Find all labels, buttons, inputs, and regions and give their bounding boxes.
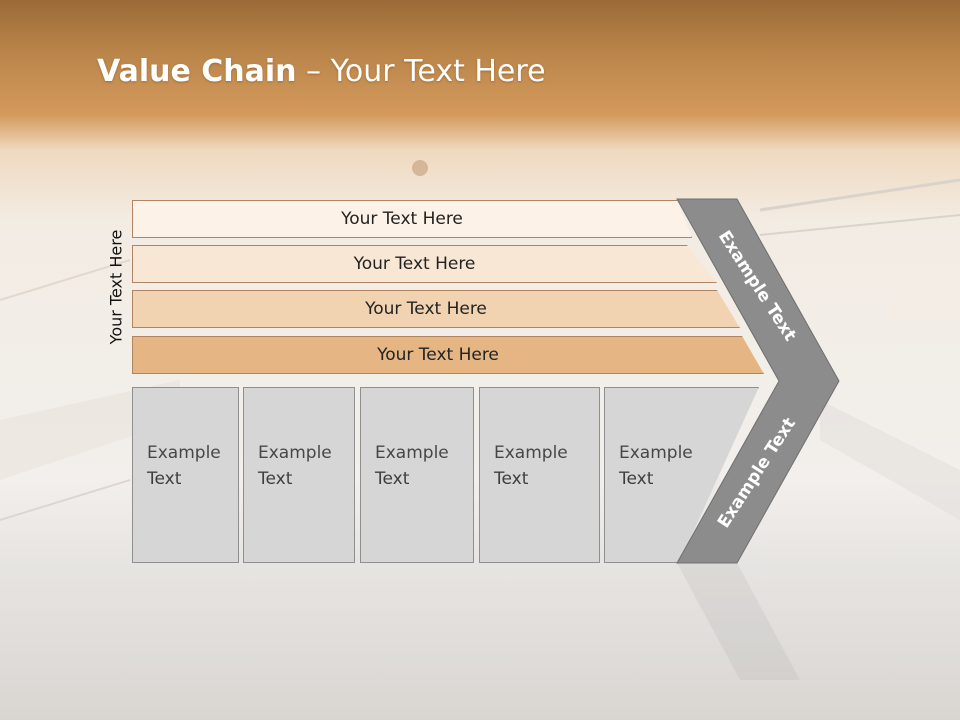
chevron-arrow [676, 198, 840, 564]
slide-title: Value Chain – Your Text Here [97, 54, 546, 89]
support-band-4: Your Text Here [132, 336, 764, 374]
activity-line-1: Example [494, 440, 589, 466]
band-label: Your Text Here [353, 254, 476, 274]
title-rest: – Your Text Here [296, 54, 546, 89]
activity-line-2: Text [375, 466, 463, 492]
activity-line-1: Example [619, 440, 748, 466]
activity-line-2: Text [619, 466, 748, 492]
activity-line-2: Text [494, 466, 589, 492]
activity-line-1: Example [147, 440, 228, 466]
title-bold: Value Chain [97, 54, 297, 89]
support-band-3: Your Text Here [132, 290, 740, 328]
support-band-2: Your Text Here [132, 245, 717, 283]
chevron-reflection [677, 563, 800, 680]
band-label: Your Text Here [341, 209, 463, 229]
support-band-1: Your Text Here [132, 200, 692, 238]
band-label: Your Text Here [377, 345, 499, 365]
activity-line-2: Text [147, 466, 228, 492]
band-label: Your Text Here [365, 299, 487, 319]
activity-line-1: Example [375, 440, 463, 466]
activity-line-2: Text [258, 466, 344, 492]
activity-line-1: Example [258, 440, 344, 466]
